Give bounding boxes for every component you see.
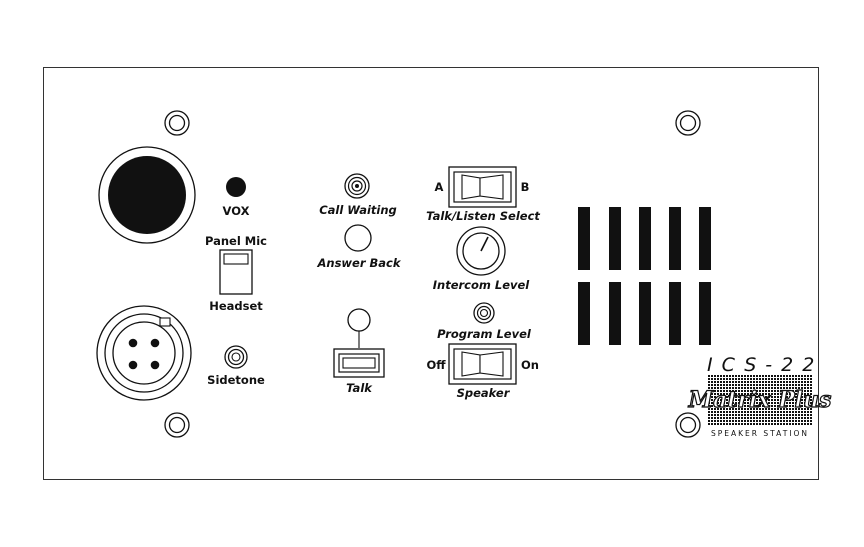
talk-button[interactable] [333,348,385,378]
sidetone-trim-pot[interactable] [224,345,248,369]
branding-block: ICS-22 Matrix Plus SPEAKER STATION [687,354,832,438]
talk-listen-select-label: Talk/Listen Select [426,209,540,223]
answer-back-label: Answer Back [316,256,401,270]
talk-label: Talk [346,381,373,395]
brand-logo: Matrix Plus [688,387,832,413]
panel-mic-label: Panel Mic [205,234,267,248]
model-name: ICS-22 [707,354,823,376]
call-waiting-indicator [344,173,370,199]
panel-frame [43,67,819,480]
mounting-screw-icon [675,110,701,136]
select-b-label: B [521,180,530,194]
speaker-grille-icon [578,207,711,345]
call-waiting-label: Call Waiting [319,203,397,217]
talk-indicator [347,308,371,332]
mounting-screw-icon [675,412,701,438]
vox-label: VOX [223,204,250,218]
speaker-rocker-switch[interactable] [448,343,517,385]
answer-back-button[interactable] [344,224,372,252]
speaker-off-label: Off [426,358,446,372]
talk-listen-select-rocker[interactable] [448,166,517,208]
speaker-on-label: On [521,358,539,372]
select-a-label: A [435,180,444,194]
program-level-trim-pot[interactable] [473,302,495,324]
mounting-screw-icon [164,412,190,438]
logo-dot-field [708,374,812,426]
speaker-label: Speaker [457,386,511,400]
panel-microphone [98,146,196,244]
sidetone-label: Sidetone [207,373,265,387]
mounting-screw-icon [164,110,190,136]
program-level-label: Program Level [437,327,532,341]
product-subtitle: SPEAKER STATION [711,429,809,438]
vox-indicator [226,177,246,197]
mic-select-switch[interactable] [219,249,253,295]
xlr-4pin-connector-icon[interactable] [96,305,192,401]
headset-label: Headset [209,299,263,313]
intercom-level-knob[interactable] [456,226,506,276]
intercom-level-label: Intercom Level [433,278,531,292]
